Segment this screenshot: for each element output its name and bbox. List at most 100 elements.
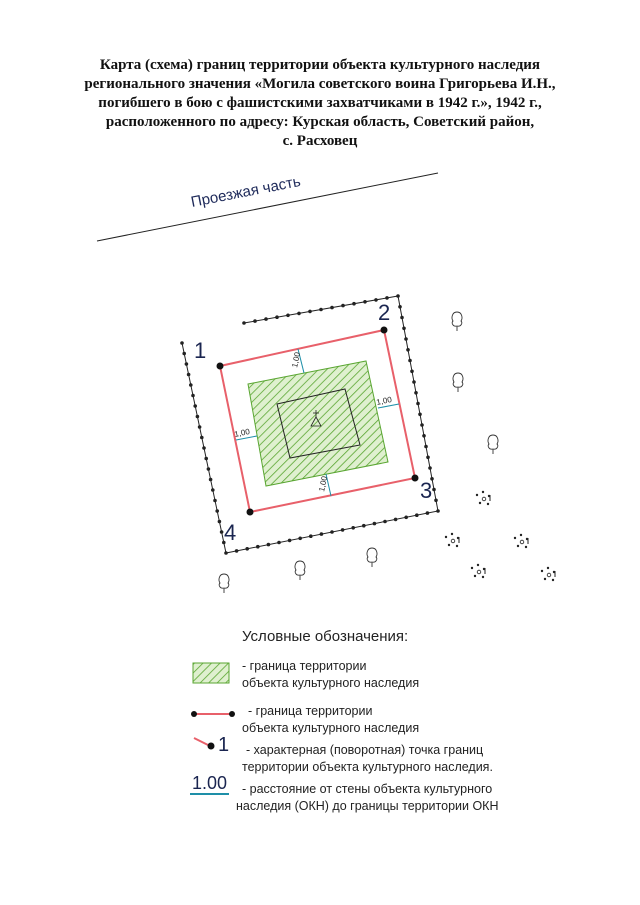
fence-post bbox=[404, 515, 409, 520]
fence-post bbox=[420, 423, 424, 427]
legend-item-4-number: 1.00 bbox=[190, 773, 230, 795]
title-line-3: погибшего в бою с фашистскими захватчика… bbox=[98, 95, 542, 111]
fence-post bbox=[253, 319, 257, 323]
fence-post bbox=[393, 517, 398, 522]
fence-post bbox=[217, 519, 222, 524]
distance-label-right: 1,00 bbox=[376, 395, 394, 407]
fence-post bbox=[428, 466, 432, 470]
legend-item-4-line-1: - расстояние от стены объекта культурног… bbox=[242, 782, 493, 796]
legend-item-3-line-1: - характерная (поворотная) точка границ bbox=[246, 743, 484, 757]
fence-post bbox=[202, 446, 206, 450]
turning-point-2 bbox=[380, 326, 388, 334]
fence-post bbox=[385, 296, 389, 300]
fence-post bbox=[410, 369, 414, 374]
fence-post bbox=[195, 414, 200, 419]
fence-post bbox=[412, 380, 416, 384]
fence-post bbox=[402, 326, 406, 331]
tree-icon bbox=[452, 372, 464, 393]
legend-item-1-line-2: объекта культурного наследия bbox=[242, 676, 420, 690]
fence-post bbox=[213, 498, 217, 503]
fence-post bbox=[297, 311, 301, 316]
fence-post bbox=[189, 383, 193, 387]
fence-post bbox=[414, 391, 418, 395]
fence bbox=[180, 294, 440, 555]
fence-post bbox=[352, 301, 356, 306]
fence-post bbox=[308, 309, 312, 314]
fence-post bbox=[287, 538, 292, 543]
fence-post bbox=[319, 307, 323, 312]
fence-post bbox=[242, 321, 246, 325]
point-label-3: 3 bbox=[420, 478, 432, 503]
title-line-4: расположенного по адресу: Курская област… bbox=[105, 114, 535, 130]
fence-post bbox=[186, 372, 191, 377]
fence-post bbox=[398, 305, 402, 309]
fence-post bbox=[264, 317, 268, 321]
legend-item-2-line-2: объекта культурного наследия bbox=[242, 721, 420, 735]
fence-post bbox=[286, 313, 290, 318]
fence-post bbox=[330, 305, 334, 310]
legend-swatch-turning-point bbox=[193, 737, 215, 750]
okn-object-area bbox=[247, 360, 389, 487]
fence-post bbox=[406, 348, 410, 352]
fence-post bbox=[430, 477, 434, 481]
fence-post bbox=[180, 341, 184, 345]
title-line-2: регионального значения «Могила советског… bbox=[84, 76, 556, 92]
fence-post bbox=[363, 300, 367, 304]
distance-label-left: 1,00 bbox=[234, 427, 252, 439]
fence-post bbox=[191, 393, 195, 398]
fence-post bbox=[415, 513, 419, 517]
fence-post bbox=[234, 549, 239, 553]
tree-icon bbox=[366, 547, 378, 568]
fence-post bbox=[193, 404, 197, 408]
tree-icon bbox=[218, 573, 230, 594]
fence-post bbox=[245, 547, 249, 551]
turning-point-3 bbox=[411, 474, 419, 482]
tree-icon bbox=[451, 311, 463, 332]
fence-post bbox=[418, 412, 422, 417]
road-line bbox=[96, 172, 439, 242]
fence-post bbox=[340, 528, 345, 532]
fence-post bbox=[200, 435, 204, 440]
monument-outline bbox=[276, 388, 361, 459]
fence-post bbox=[330, 530, 334, 534]
fence-post bbox=[432, 487, 436, 492]
fence-post bbox=[215, 509, 219, 513]
legend-item-distance: - расстояние от стены объекта культурног… bbox=[236, 781, 499, 815]
distance-label-bottom: 1,00 bbox=[317, 475, 329, 493]
legend-item-turning-point: - характерная (поворотная) точка границ … bbox=[242, 742, 493, 776]
fence-post bbox=[404, 337, 408, 341]
shrub-icon bbox=[540, 566, 556, 582]
fence-post bbox=[422, 434, 426, 438]
turning-points: 1 2 3 4 bbox=[194, 300, 432, 545]
road-label: Проезжая часть bbox=[190, 173, 303, 211]
title-line-5: с. Расховец bbox=[282, 133, 358, 149]
point-label-4: 4 bbox=[224, 520, 236, 545]
fence-post bbox=[206, 467, 211, 471]
legend-swatch-hatch bbox=[192, 662, 230, 684]
fence-post bbox=[400, 315, 404, 320]
fence-post bbox=[222, 540, 226, 545]
fence-post bbox=[424, 444, 428, 449]
fence-post bbox=[408, 358, 412, 363]
fence-post bbox=[416, 401, 420, 406]
fence-post bbox=[425, 511, 430, 515]
legend-item-object-area: - граница территории объекта культурного… bbox=[242, 658, 419, 692]
fence-post bbox=[362, 523, 366, 528]
legend-item-2-line-1: - граница территории bbox=[248, 704, 373, 718]
fence-post bbox=[383, 519, 387, 524]
legend-title: Условные обозначения: bbox=[242, 628, 409, 645]
legend-item-4-line-2: наследия (ОКН) до границы территории ОКН bbox=[236, 799, 499, 813]
fence-post bbox=[197, 425, 202, 429]
fence-post bbox=[351, 526, 356, 530]
legend-item-boundary: - граница территории объекта культурного… bbox=[242, 703, 419, 737]
monument-icon bbox=[310, 410, 322, 427]
turning-point-4 bbox=[246, 508, 254, 516]
fence-post bbox=[211, 488, 215, 492]
fence-post bbox=[374, 298, 378, 302]
turning-point-1 bbox=[216, 362, 224, 370]
shrubs bbox=[444, 490, 556, 582]
point-label-2: 2 bbox=[378, 300, 390, 325]
fence-post bbox=[319, 532, 324, 536]
fence-post bbox=[341, 303, 345, 308]
